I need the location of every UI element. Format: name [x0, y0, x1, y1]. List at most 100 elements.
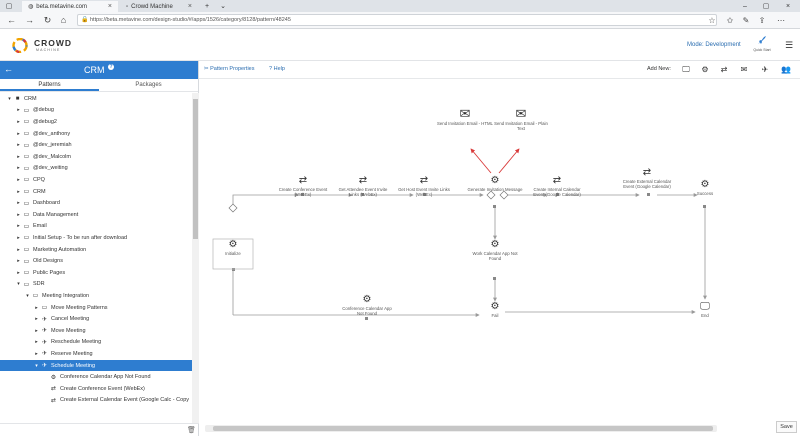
chevron-down-icon[interactable]: ▾	[35, 362, 38, 369]
chevron-down-icon[interactable]: ▾	[8, 95, 11, 102]
chevron-right-icon[interactable]: ▸	[17, 107, 20, 114]
connector-port[interactable]	[365, 317, 368, 320]
chevron-down-icon[interactable]: ⌄	[220, 3, 226, 10]
tree-item[interactable]: ▾▭Meeting Integration	[0, 290, 192, 302]
chevron-right-icon[interactable]: ▸	[17, 188, 20, 195]
pattern-properties-link[interactable]: ✂ Pattern Properties	[204, 66, 254, 72]
get-attendee-links-node[interactable]: ⇄ Get Attendee Event Invite Links (WebEx…	[335, 175, 391, 197]
connector-port[interactable]	[493, 277, 496, 280]
connector-port[interactable]	[423, 193, 426, 196]
tree-item[interactable]: ▾■CRM	[0, 93, 192, 105]
tab-packages[interactable]: Packages	[135, 82, 162, 88]
browser-tab-metavine[interactable]: ◍ beta.metavine.com ×	[22, 1, 118, 12]
connector-port[interactable]	[361, 193, 364, 196]
tree-item[interactable]: ⇄Create Conference Event (WebEx)	[0, 383, 192, 395]
save-button[interactable]: Save	[776, 421, 797, 433]
chevron-right-icon[interactable]: ▸	[17, 130, 20, 137]
help-link[interactable]: ? Help	[269, 66, 285, 72]
add-pattern-button[interactable]: ✈	[759, 64, 771, 76]
chevron-right-icon[interactable]: ▸	[35, 339, 38, 346]
success-node[interactable]: ⚙ Success	[677, 179, 733, 196]
generate-invitation-node[interactable]: ⚙ Generate Invitation Message	[467, 175, 523, 192]
tree-item[interactable]: ▸▭Dashboard	[0, 197, 192, 209]
chevron-right-icon[interactable]: ▸	[35, 327, 38, 334]
tab-patterns[interactable]: Patterns	[0, 79, 99, 91]
chevron-down-icon[interactable]: ▾	[17, 281, 20, 288]
chevron-right-icon[interactable]: ▸	[17, 246, 20, 253]
pattern-canvas[interactable]: ✉ Send Invitation Email - HTML ✉ Send In…	[199, 79, 800, 419]
tree-item[interactable]: ▸▭@dev_jeremiah	[0, 139, 192, 151]
tree-item[interactable]: ▾▭SDR	[0, 279, 192, 291]
conference-calendar-not-found-node[interactable]: ⚙ Conference Calendar App Not Found	[339, 294, 395, 316]
tree-item[interactable]: ▾✈Schedule Meeting	[0, 359, 192, 372]
add-process-button[interactable]: ⚙	[699, 64, 711, 76]
work-calendar-not-found-node[interactable]: ⚙ Work Calendar App Not Found	[467, 239, 523, 261]
pen-icon[interactable]: ✎	[742, 16, 750, 25]
send-html-email-node[interactable]: ✉ Send Invitation Email - HTML	[437, 107, 493, 127]
add-connector-button[interactable]: ⇄	[718, 64, 730, 76]
tree-item[interactable]: ▸▭Marketing Automation	[0, 244, 192, 256]
tree-item[interactable]: ⚙Conference Calendar App Not Found	[0, 371, 192, 383]
end-node[interactable]: 🖵 End	[677, 301, 733, 318]
tree-item[interactable]: ▸▭@debug	[0, 105, 192, 117]
sidebar-scrollbar[interactable]	[192, 93, 199, 423]
tree-item[interactable]: ▸✈Reserve Meeting	[0, 348, 192, 360]
minimize-button[interactable]: –	[743, 2, 747, 10]
tree-item[interactable]: ▸✈Move Meeting	[0, 325, 192, 337]
create-external-calendar-node[interactable]: ⇄ Create External Calendar Event (Google…	[619, 167, 675, 189]
back-arrow-icon[interactable]: ←	[4, 64, 13, 74]
add-screen-button[interactable]: 🖵	[680, 64, 692, 76]
tree-item[interactable]: ▸▭Data Management	[0, 209, 192, 221]
chevron-right-icon[interactable]: ▸	[17, 211, 20, 218]
chevron-right-icon[interactable]: ▸	[17, 176, 20, 183]
quick-start-button[interactable]: Quick Start	[752, 35, 772, 52]
decision-diamond[interactable]	[228, 203, 238, 213]
get-host-links-node[interactable]: ⇄ Get Host Event Invite Links (WebEx)	[396, 175, 452, 197]
tree-item[interactable]: ▸▭Public Pages	[0, 267, 192, 279]
browser-tab-crowd-machine[interactable]: ▫ Crowd Machine ×	[120, 1, 198, 12]
add-users-button[interactable]: 👥	[780, 64, 792, 76]
tree-item[interactable]: ▸▭Email	[0, 221, 192, 233]
send-plain-email-node[interactable]: ✉ Send Invitation Email - Plain Text	[493, 107, 549, 132]
canvas-horizontal-scrollbar[interactable]	[205, 425, 717, 432]
tree-item[interactable]: ▸▭CRM	[0, 186, 192, 198]
chevron-down-icon[interactable]: ▾	[26, 292, 29, 299]
favorite-star-icon[interactable]: ☆	[708, 16, 716, 25]
mode-indicator[interactable]: Mode: Development	[687, 42, 741, 48]
initialize-node[interactable]: ⚙ Initialize	[205, 239, 261, 256]
create-internal-calendar-node[interactable]: ⇄ Create Internal Calendar Event (Google…	[529, 175, 585, 197]
hamburger-menu-icon[interactable]: ☰	[785, 40, 794, 50]
refresh-icon[interactable]: ↻	[43, 15, 52, 25]
chevron-right-icon[interactable]: ▸	[17, 165, 20, 172]
chevron-right-icon[interactable]: ▸	[17, 153, 20, 160]
tree-item[interactable]: ▸▭@debug2	[0, 116, 192, 128]
scrollbar-thumb[interactable]	[213, 426, 713, 431]
add-email-button[interactable]: ✉	[738, 64, 750, 76]
fail-node[interactable]: ⚙ Fail	[467, 301, 523, 318]
tree-item[interactable]: ▸▭Initial Setup - To be run after downlo…	[0, 232, 192, 244]
tree-item[interactable]: ▸▭@dev_Malcolm	[0, 151, 192, 163]
close-tab-icon[interactable]: ×	[187, 3, 192, 10]
home-icon[interactable]: ⌂	[60, 15, 67, 25]
connector-port[interactable]	[647, 193, 650, 196]
connector-port[interactable]	[556, 193, 559, 196]
tree-item[interactable]: ▸▭CPQ	[0, 174, 192, 186]
chevron-right-icon[interactable]: ▸	[35, 316, 38, 323]
info-icon[interactable]: ?	[108, 64, 114, 70]
decision-diamond[interactable]	[486, 190, 496, 200]
tree-item[interactable]: ⇄Create External Calendar Event (Google …	[0, 395, 192, 407]
chevron-right-icon[interactable]: ▸	[35, 350, 38, 357]
chevron-right-icon[interactable]: ▸	[35, 304, 38, 311]
chevron-right-icon[interactable]: ▸	[17, 269, 20, 276]
decision-diamond[interactable]	[499, 190, 509, 200]
more-icon[interactable]: ⋯	[777, 16, 785, 25]
tree-item[interactable]: ▸✈Reschedule Meeting	[0, 337, 192, 349]
back-icon[interactable]: ←	[7, 15, 16, 25]
chevron-right-icon[interactable]: ▸	[17, 200, 20, 207]
create-conference-event-node[interactable]: ⇄ Create Conference Event (WebEx)	[275, 175, 331, 197]
tree-item[interactable]: ▸✈Cancel Meeting	[0, 313, 192, 325]
tree-item[interactable]: ▸▭Move Meeting Patterns	[0, 302, 192, 314]
favorites-icon[interactable]: ✩	[726, 16, 734, 25]
new-tab-button[interactable]: +	[204, 2, 210, 10]
tab-actions-icon[interactable]: ▢	[5, 3, 13, 10]
